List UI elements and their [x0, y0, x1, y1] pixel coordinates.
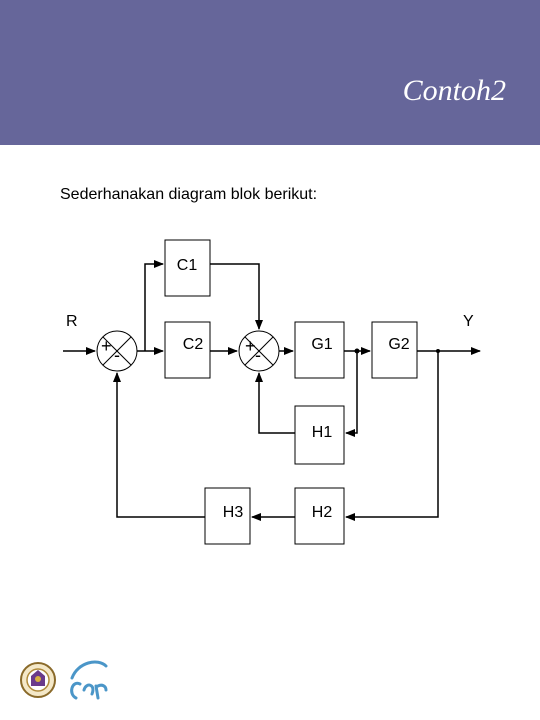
output-label-y: Y	[463, 313, 474, 330]
g1-to-h1-arrow	[345, 351, 358, 437]
pickoff-point-g1	[354, 348, 360, 354]
slide-title: Contoh2	[402, 74, 506, 107]
block-h2: H2	[294, 487, 345, 545]
block-h2-label: H2	[312, 504, 333, 521]
pickoff-point-y	[436, 349, 440, 353]
c1-to-sj2-arrow	[210, 263, 263, 330]
block-g2: G2	[371, 321, 418, 379]
block-c1: C1	[164, 239, 211, 297]
sj1-minus-sign: -	[114, 345, 120, 365]
sj2-plus-sign: +	[245, 336, 256, 356]
summing-junction-1: + -	[96, 330, 138, 372]
block-g1: G1	[294, 321, 345, 379]
block-c2-label: C2	[183, 336, 204, 353]
signal-lines	[63, 260, 481, 521]
block-h1: H1	[294, 405, 345, 465]
h1-to-sj2-arrow	[255, 372, 295, 434]
block-g1-label: G1	[311, 336, 332, 353]
block-h1-label: H1	[312, 424, 333, 441]
block-h3-label: H3	[223, 504, 244, 521]
sj2-minus-sign: -	[255, 345, 261, 365]
block-h3: H3	[204, 487, 251, 545]
university-seal-icon	[20, 662, 56, 698]
block-c2: C2	[164, 321, 211, 379]
block-c1-label: C1	[177, 257, 198, 274]
h3-to-sj1-arrow	[113, 372, 205, 518]
car-logo-icon	[70, 660, 108, 700]
sj1-plus-sign: +	[101, 336, 112, 356]
input-label-r: R	[66, 313, 78, 330]
output-to-h2-arrow	[345, 351, 439, 521]
summing-junction-2: + -	[238, 330, 280, 372]
block-g2-label: G2	[388, 336, 409, 353]
header-bar: Contoh2	[0, 0, 540, 145]
instruction-text: Sederhanakan diagram blok berikut:	[60, 186, 318, 203]
branch-to-c1-arrow	[144, 260, 164, 351]
